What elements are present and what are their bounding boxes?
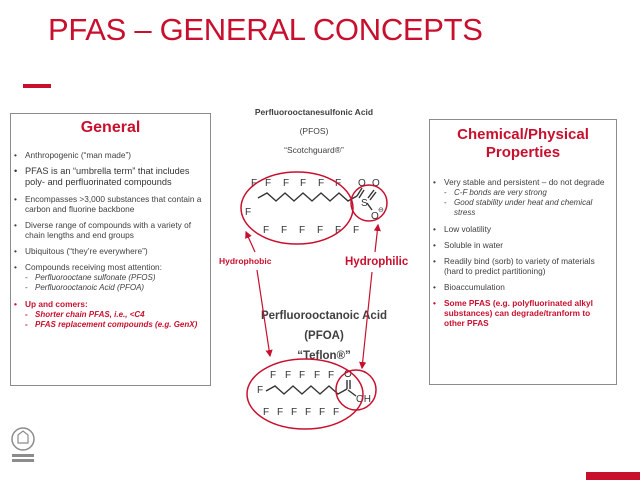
pfoa-hydrophobic-ellipse (246, 358, 364, 430)
bullet-text: Diverse range of compounds with a variet… (25, 220, 192, 240)
arrow-hydrophobic-down (256, 269, 273, 358)
general-bullet: Compounds receiving most attention: Perf… (11, 262, 204, 293)
atom-label: F (263, 225, 269, 236)
atom-label: F (277, 407, 283, 418)
properties-box: Chemical/Physical Properties Very stable… (429, 119, 617, 385)
atom-label: F (251, 178, 257, 189)
atom-label: F (281, 225, 287, 236)
general-heading: General (80, 119, 141, 136)
atom-label: F (283, 178, 289, 189)
atom-label: O (371, 211, 379, 222)
sub-bullet: C-F bonds are very strong (444, 188, 608, 198)
slide-title: PFAS – GENERAL CONCEPTS (48, 12, 483, 47)
properties-bullet-list: Very stable and persistent – do not degr… (430, 177, 616, 328)
bullet-text: Bioaccumulation (444, 282, 505, 292)
pfos-hydrophobic-ellipse (240, 171, 354, 245)
footer-accent-bar (586, 472, 640, 480)
atom-label: F (299, 370, 305, 381)
atom-label: F (353, 225, 359, 236)
atom-label: F (335, 225, 341, 236)
bullet-text: Encompasses >3,000 substances that conta… (25, 194, 202, 214)
bullet-text: Soluble in water (444, 240, 504, 250)
atom-label: F (333, 407, 339, 418)
pfos-abbr: (PFOS) (299, 126, 329, 136)
bullet-text: Anthropogenic (“man made”) (25, 150, 132, 160)
arrow-hydrophilic-up (373, 223, 381, 253)
sub-bullet: Good stability under heat and chemical s… (444, 198, 608, 218)
atom-label: F (270, 370, 276, 381)
general-bullet: Encompasses >3,000 substances that conta… (11, 194, 204, 214)
properties-heading-line2: Properties (485, 144, 561, 161)
sub-bullet: PFAS replacement compounds (e.g. GenX) (25, 320, 204, 330)
general-bullet: Diverse range of compounds with a variet… (11, 220, 204, 240)
general-box: General Anthropogenic (“man made”) PFAS … (10, 113, 211, 386)
atom-label: F (257, 385, 263, 396)
pfos-structure (257, 187, 377, 211)
properties-bullet: Very stable and persistent – do not degr… (430, 177, 608, 218)
atom-label: F (318, 178, 324, 189)
pfoa-name: Perfluorooctanoic Acid (260, 310, 388, 322)
bullet-text: Ubiquitous (“they’re everywhere”) (25, 246, 148, 256)
atom-label: F (317, 225, 323, 236)
arrow-hydrophobic-up (245, 230, 256, 253)
bullet-text: PFAS is an “umbrella term” that includes… (25, 166, 190, 187)
atom-label: OH (356, 394, 371, 405)
properties-bullet: Readily bind (sorb) to variety of materi… (430, 256, 608, 276)
bullet-text: Very stable and persistent – do not degr… (444, 177, 605, 187)
properties-sub-list: C-F bonds are very strong Good stability… (444, 188, 608, 218)
bullet-text: Some PFAS (e.g. polyfluorinated alkyl su… (444, 298, 593, 328)
properties-bullet: Some PFAS (e.g. polyfluorinated alkyl su… (430, 298, 608, 328)
atom-label: F (263, 407, 269, 418)
atom-label: F (245, 207, 251, 218)
pfos-trade: “Scotchguard®” (284, 145, 344, 155)
general-bullet: Anthropogenic (“man made”) (11, 150, 204, 160)
atom-label: O (372, 178, 380, 189)
pfoa-hydrophilic-circle (335, 369, 377, 411)
bullet-text: Low volatility (444, 224, 492, 234)
atom-label: F (285, 370, 291, 381)
general-bullet: Up and comers: Shorter chain PFAS, i.e.,… (11, 299, 204, 330)
atom-label: F (314, 370, 320, 381)
atom-label: O (344, 369, 352, 380)
connector-arrows (245, 223, 381, 370)
properties-heading: Chemical/Physical Properties (430, 126, 616, 162)
general-bullet: PFAS is an “umbrella term” that includes… (11, 166, 204, 188)
sub-bullet: Perfluorooctane sulfonate (PFOS) (25, 273, 204, 283)
properties-bullet: Bioaccumulation (430, 282, 608, 292)
atom-label: ⊖ (378, 207, 384, 214)
general-bullet: Ubiquitous (“they’re everywhere”) (11, 246, 204, 256)
bullet-text: Up and comers: (25, 299, 88, 309)
atom-label: F (299, 225, 305, 236)
bullet-text: Compounds receiving most attention: (25, 262, 162, 272)
atom-label: F (291, 407, 297, 418)
properties-heading-line1: Chemical/Physical (457, 126, 589, 143)
pfoa-atoms: F F F F F F F F F F F F O OH (257, 369, 371, 418)
atom-label: S (361, 198, 368, 209)
atom-label: F (328, 370, 334, 381)
hydrophobic-label: Hydrophobic (219, 256, 272, 266)
pfos-name: Perfluorooctanesulfonic Acid (254, 107, 374, 117)
pfoa-structure (265, 380, 357, 397)
pfoa-abbr: (PFOA) (304, 330, 344, 342)
atom-label: F (300, 178, 306, 189)
atom-label: F (265, 178, 271, 189)
arrow-hydrophilic-down (359, 271, 373, 370)
general-sub-list: Shorter chain PFAS, i.e., <C4 PFAS repla… (25, 310, 204, 330)
sub-bullet: Shorter chain PFAS, i.e., <C4 (25, 310, 204, 320)
company-logo-icon (11, 427, 35, 462)
sub-bullet: Perfluorooctanoic Acid (PFOA) (25, 283, 204, 293)
pfos-hydrophilic-circle (350, 184, 388, 222)
properties-bullet: Soluble in water (430, 240, 608, 250)
properties-bullet: Low volatility (430, 224, 608, 234)
pfos-caption: Perfluorooctanesulfonic Acid (PFOS) “Sco… (232, 103, 396, 160)
hydrophilic-label: Hydrophilic (345, 256, 409, 268)
title-accent-bar (23, 84, 51, 88)
atom-label: O (358, 178, 366, 189)
bullet-text: Readily bind (sorb) to variety of materi… (444, 256, 595, 276)
general-bullet-list: Anthropogenic (“man made”) PFAS is an “u… (11, 150, 210, 330)
atom-label: F (305, 407, 311, 418)
general-sub-list: Perfluorooctane sulfonate (PFOS) Perfluo… (25, 273, 204, 293)
atom-label: F (319, 407, 325, 418)
